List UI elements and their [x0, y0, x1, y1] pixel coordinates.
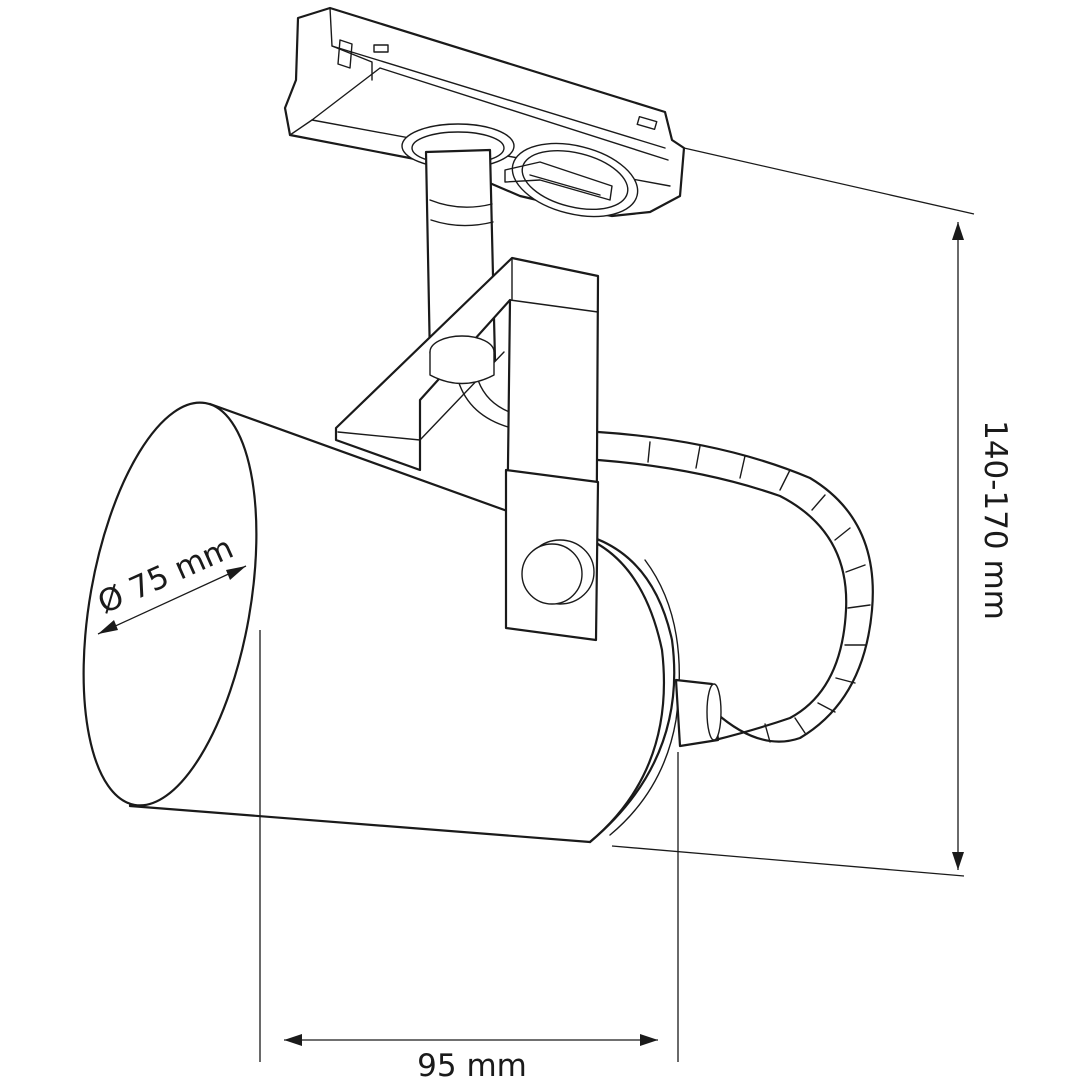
lamp-head [82, 401, 722, 844]
depth-label: 95 mm [417, 1048, 527, 1080]
height-label: 140-170 mm [977, 420, 1013, 620]
height-dimension: 140-170 mm [611, 147, 1013, 877]
depth-dimension: 95 mm [259, 630, 679, 1080]
power-cable [457, 379, 874, 743]
